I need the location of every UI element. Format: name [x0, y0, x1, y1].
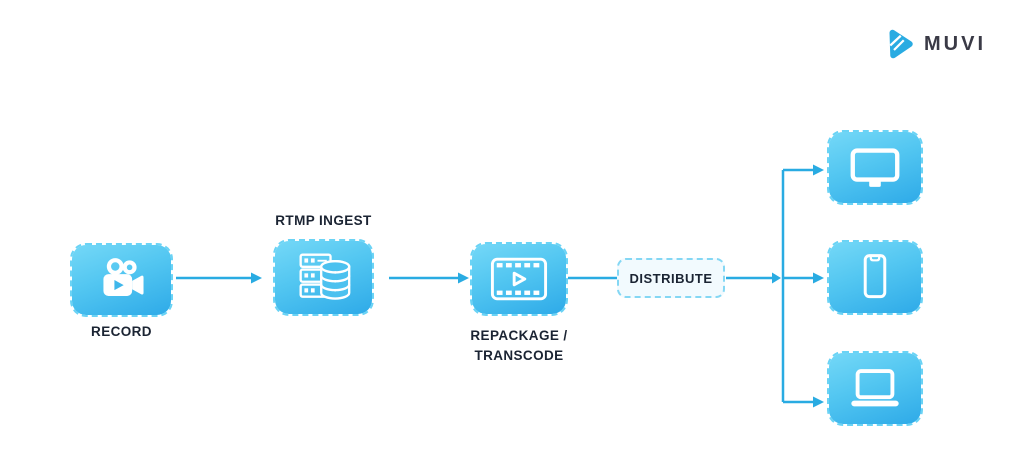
smartphone-icon — [847, 251, 903, 305]
brand-name: MUVI — [924, 32, 986, 55]
node-desktop — [827, 130, 923, 205]
desktop-monitor-icon — [846, 145, 904, 191]
node-rtmp-ingest — [273, 239, 374, 316]
brand-logo: MUVI — [885, 28, 986, 60]
film-strip-play-icon — [490, 256, 548, 302]
rtmp-ingest-label: RTMP INGEST — [275, 213, 372, 228]
laptop-icon — [846, 366, 904, 412]
node-laptop — [827, 351, 923, 426]
distribute-label: DISTRIBUTE — [629, 270, 713, 286]
distribute-label-box: DISTRIBUTE — [617, 258, 725, 298]
video-camera-icon — [95, 256, 149, 304]
record-label: RECORD — [91, 324, 152, 339]
muvi-play-icon — [885, 28, 915, 60]
server-database-icon — [296, 250, 352, 306]
node-mobile — [827, 240, 923, 315]
repackage-label-line1: REPACKAGE / — [470, 328, 568, 343]
repackage-label-line2: TRANSCODE — [474, 348, 564, 363]
repackage-transcode-label: REPACKAGE / TRANSCODE — [440, 326, 598, 366]
node-repackage-transcode — [470, 242, 568, 316]
node-record — [70, 243, 173, 317]
